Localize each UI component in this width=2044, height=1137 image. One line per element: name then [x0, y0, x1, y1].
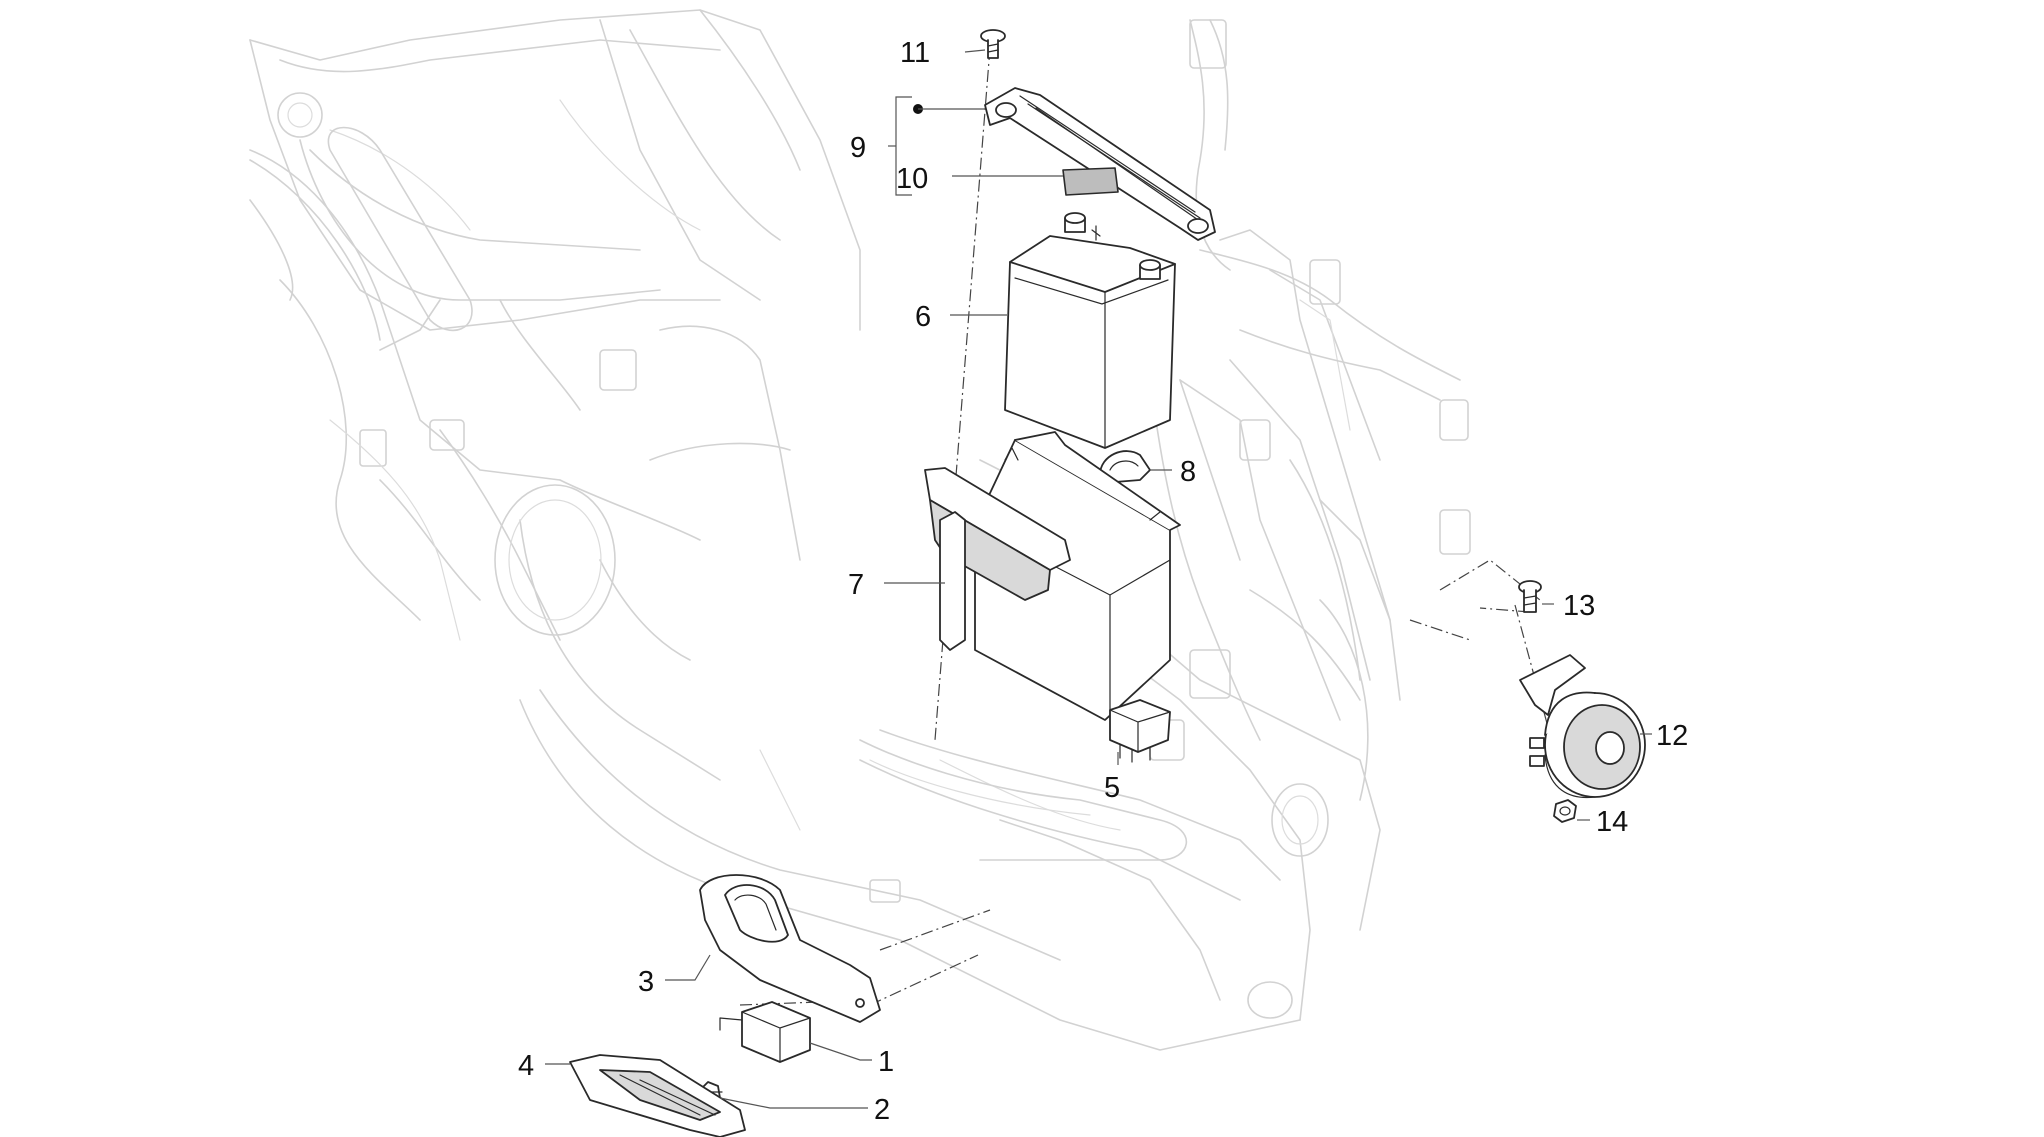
- callout-7: 7: [848, 569, 864, 601]
- callout-6: 6: [915, 301, 931, 333]
- callout-14: 14: [1596, 806, 1628, 838]
- part-8-clip: [1099, 450, 1151, 483]
- part-1-relay: [719, 1001, 811, 1063]
- part-4-cover: [569, 1054, 746, 1137]
- callout-1: 1: [878, 1046, 894, 1078]
- part-11-screw: [980, 29, 1006, 59]
- leader-lines: [545, 49, 1652, 1109]
- part-10-label: [1062, 167, 1119, 196]
- callout-10: 10: [896, 163, 928, 195]
- callout-11: 11: [900, 37, 930, 69]
- part-14-nut: [1553, 799, 1577, 823]
- callout-9: 9: [850, 132, 866, 164]
- callout-4: 4: [518, 1050, 534, 1082]
- part-13-bolt: [1518, 580, 1542, 613]
- part-12-horn: [1519, 654, 1646, 799]
- callout-13: 13: [1563, 590, 1595, 622]
- callout-5: 5: [1104, 772, 1120, 804]
- part-9-battery-strap: [984, 87, 1216, 241]
- part-7-battery-box: [924, 431, 1181, 721]
- callout-3: 3: [638, 966, 654, 998]
- callout-2: 2: [874, 1094, 890, 1126]
- scooter-frame: [249, 9, 1471, 1051]
- part-5-relay: [1109, 699, 1171, 763]
- part-3-bracket: [699, 874, 881, 1023]
- part-6-battery: [1004, 212, 1176, 449]
- callout-8: 8: [1180, 456, 1196, 488]
- callout-numbers: 11 9 10 6 8 7 13 12 5 14 3 1 4 2: [518, 37, 1688, 1126]
- callout-12: 12: [1656, 720, 1688, 752]
